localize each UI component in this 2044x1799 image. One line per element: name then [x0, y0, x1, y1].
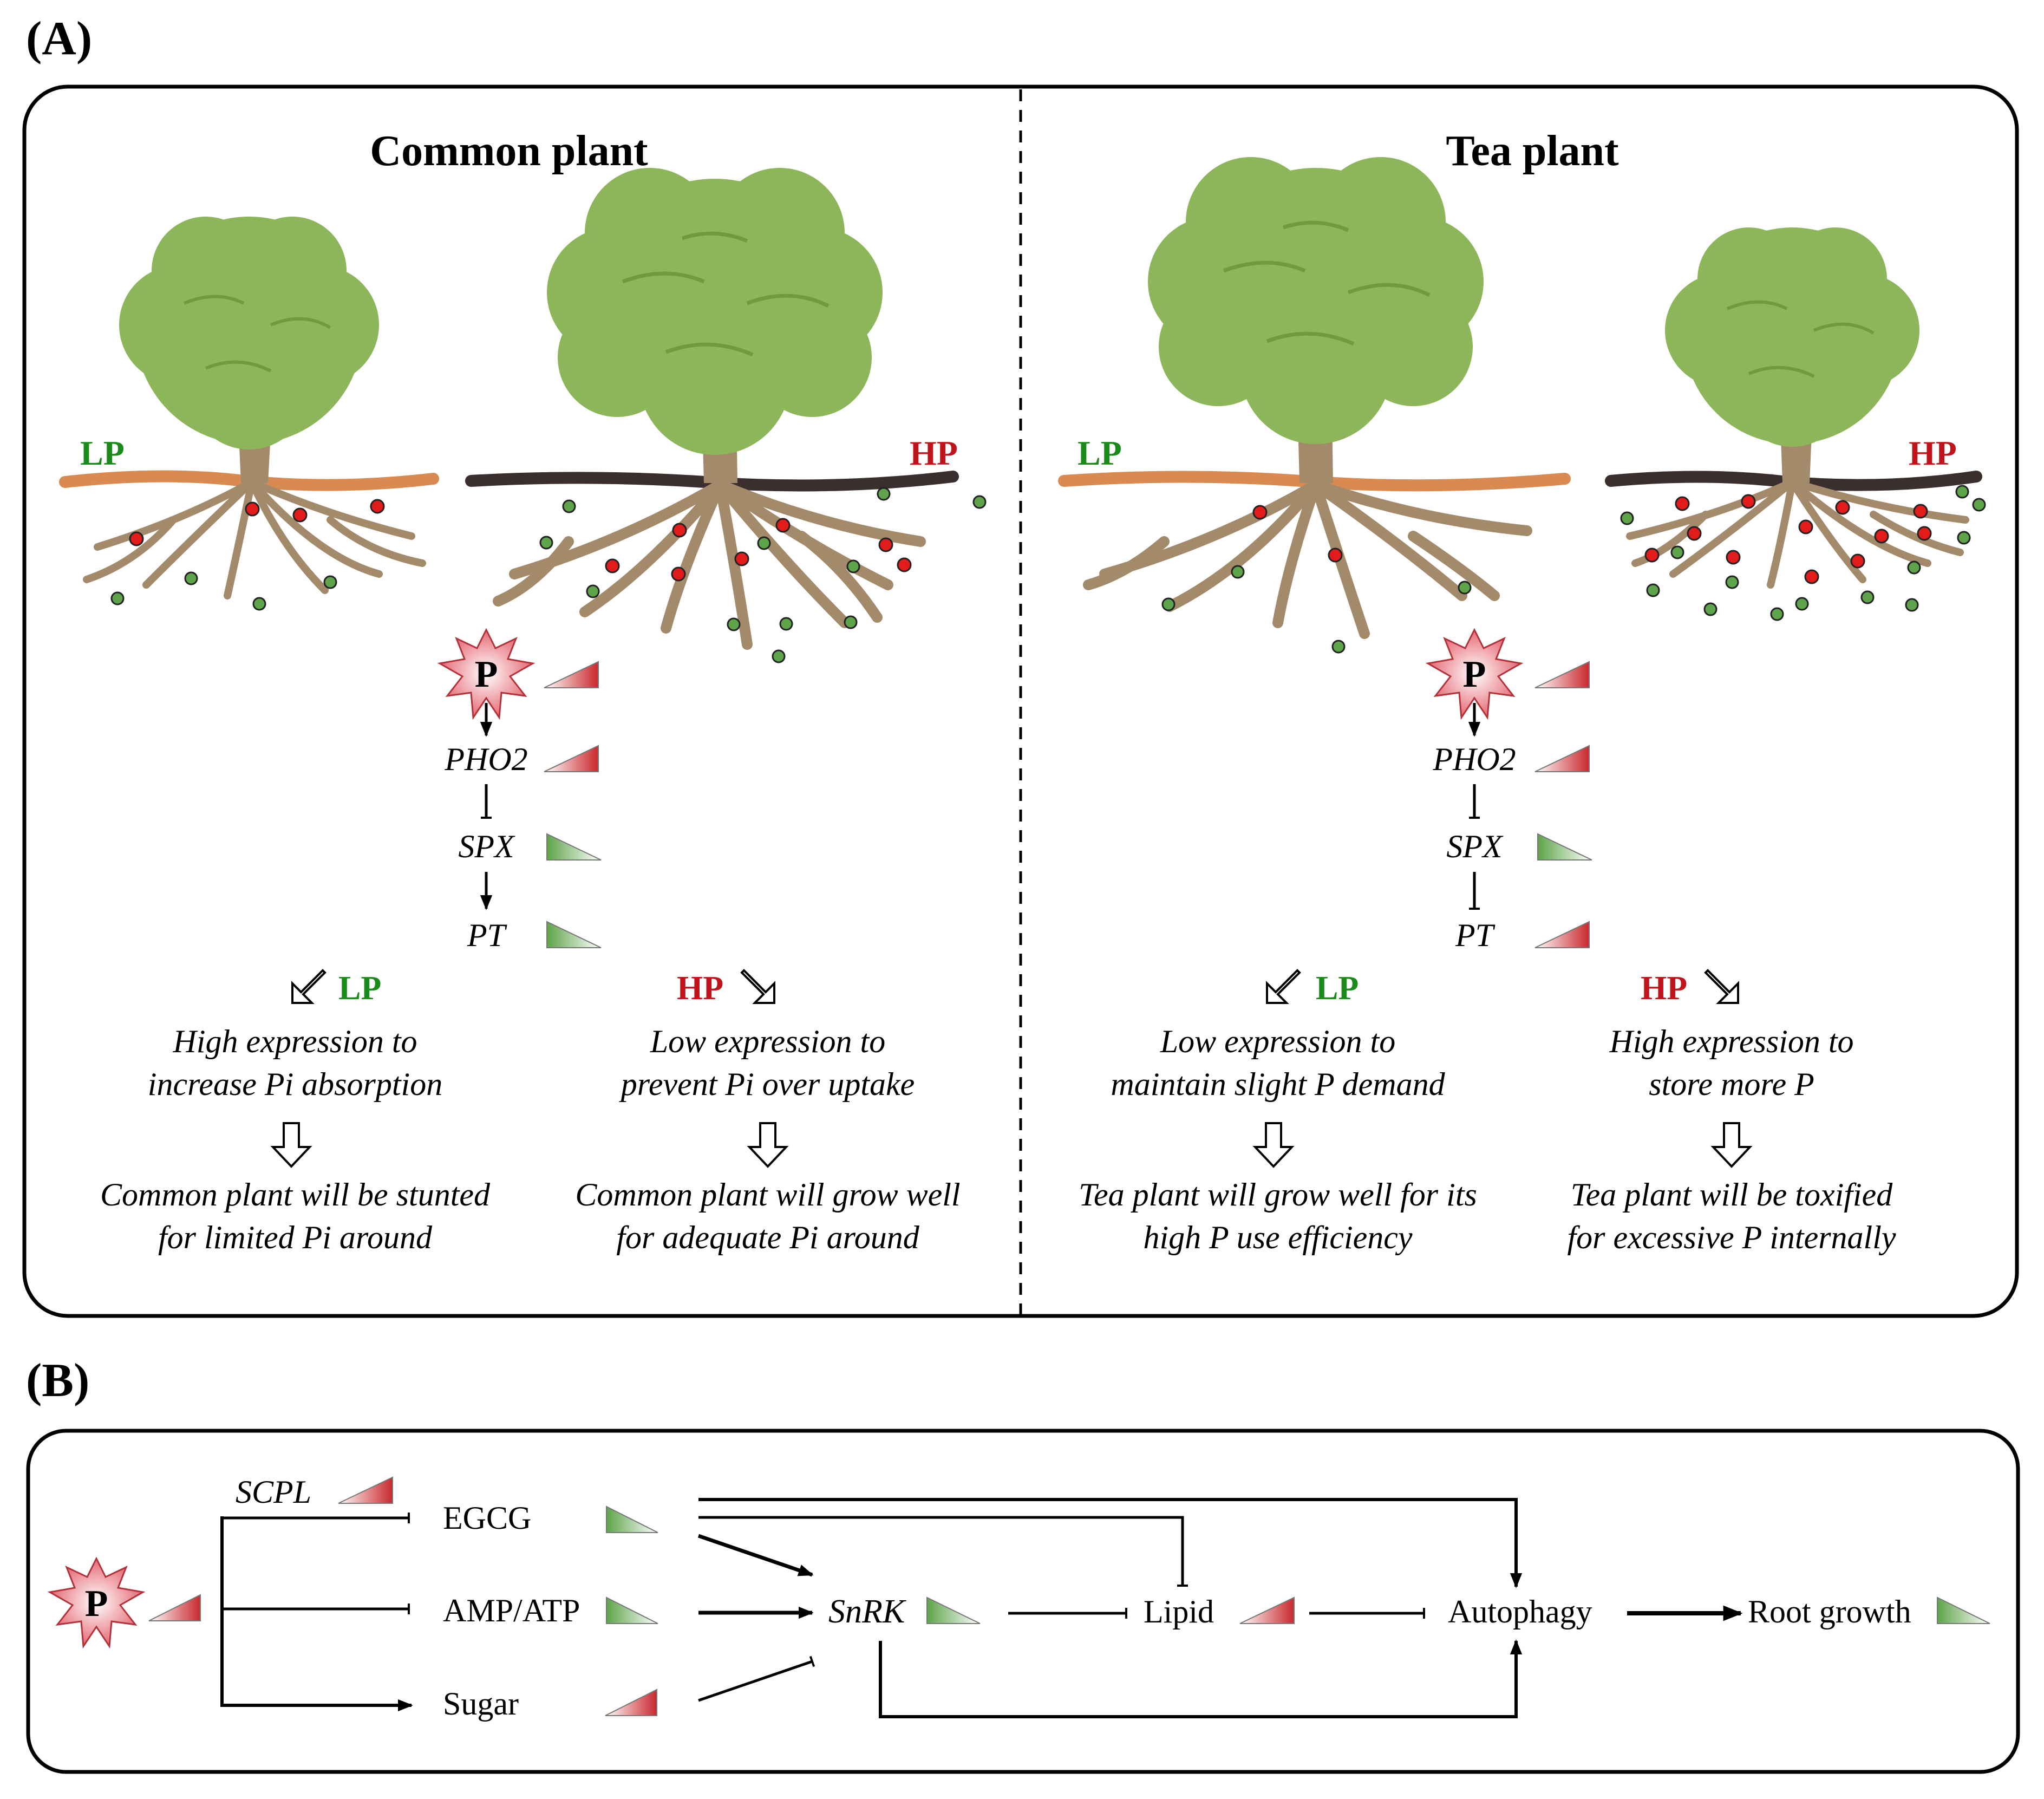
tea-hp-tag: HP — [1909, 434, 1957, 472]
tea-hp-expr-1: High expression to — [1609, 1024, 1853, 1059]
common-hp-label: HP — [677, 970, 723, 1007]
tea-lp-branch: LP Low expression to maintain slight P d… — [1079, 969, 1477, 1255]
tea-spx: SPX — [1446, 829, 1504, 864]
root-growth-label: Root growth — [1748, 1594, 1911, 1629]
up-regulation-icon — [605, 1689, 657, 1716]
activation-arrow — [697, 1534, 814, 1577]
common-hp-result-1: Common plant will grow well — [575, 1177, 960, 1213]
tea-lp-label: LP — [1316, 970, 1359, 1007]
tea-hp-result-1: Tea plant will be toxified — [1571, 1177, 1893, 1213]
down-regulation-icon — [546, 833, 602, 861]
tea-hp-expr-2: store more P — [1649, 1066, 1814, 1102]
up-regulation-icon — [544, 661, 599, 688]
down-regulation-icon — [546, 921, 602, 948]
up-regulation-icon — [1534, 745, 1590, 772]
tea-lp-expr-1: Low expression to — [1160, 1024, 1395, 1059]
hollow-arrow-icon — [1266, 969, 1301, 1004]
common-hp-expr-1: Low expression to — [650, 1024, 885, 1059]
down-regulation-icon — [1537, 833, 1592, 861]
panel-b-network: P SCPL EGCG AMP/ATP Sugar SnRK Lipid — [49, 1474, 1990, 1722]
activation-arrow — [698, 1498, 1523, 1588]
activation-arrow — [879, 1639, 1523, 1718]
common-plant-title: Common plant — [370, 127, 648, 175]
tea-plant-section: Tea plant — [1058, 127, 1986, 1255]
down-regulation-icon — [606, 1505, 658, 1533]
tea-lp-result-1: Tea plant will grow well for its — [1079, 1177, 1477, 1213]
tea-pho2: PHO2 — [1432, 741, 1516, 777]
up-regulation-icon — [148, 1594, 201, 1621]
common-lp-label: LP — [338, 970, 381, 1007]
common-pathway-p: P — [475, 654, 498, 695]
down-regulation-icon — [926, 1596, 981, 1624]
down-regulation-icon — [606, 1596, 658, 1624]
tea-lp-expr-2: maintain slight P demand — [1111, 1066, 1445, 1102]
tea-hp-result-2: for excessive P internally — [1567, 1220, 1896, 1255]
common-hp-expr-2: prevent Pi over uptake — [619, 1066, 915, 1102]
hollow-arrow-icon — [291, 969, 326, 1004]
common-plant-section: Common plant LP — [59, 127, 987, 1255]
autophagy-label: Autophagy — [1448, 1594, 1592, 1629]
panel-b-label: (B) — [26, 1354, 89, 1407]
tea-lp-tag: LP — [1077, 434, 1122, 472]
common-pho2: PHO2 — [444, 741, 527, 777]
panel-b-frame — [26, 1429, 2020, 1774]
common-hp-branch: HP Low expression to prevent Pi over upt… — [575, 969, 961, 1255]
up-regulation-icon — [544, 745, 599, 772]
lipid-label: Lipid — [1144, 1594, 1214, 1629]
egcg-label: EGCG — [443, 1500, 531, 1536]
common-hp-tag: HP — [910, 434, 958, 472]
tea-pathway: P PHO2 SPX PT — [1427, 629, 1592, 953]
common-lp-result-2: for limited Pi around — [158, 1220, 433, 1255]
common-lp-tree — [59, 217, 439, 611]
up-regulation-icon — [1239, 1596, 1295, 1624]
hollow-arrow-icon — [1704, 969, 1739, 1004]
tea-lp-result-2: high P use efficiency — [1143, 1220, 1412, 1255]
common-pt: PT — [467, 917, 507, 953]
common-lp-branch: LP High expression to increase Pi absorp… — [100, 969, 491, 1255]
up-regulation-icon — [1534, 661, 1590, 688]
common-lp-expr-2: increase Pi absorption — [148, 1066, 442, 1102]
snrk-label: SnRK — [828, 1593, 907, 1630]
common-pathway: P PHO2 SPX PT — [439, 629, 602, 953]
tea-hp-label: HP — [1641, 970, 1687, 1007]
common-lp-result-1: Common plant will be stunted — [100, 1177, 491, 1213]
up-regulation-icon — [1534, 921, 1590, 948]
sugar-label: Sugar — [443, 1686, 519, 1722]
inhibition-line — [698, 1655, 815, 1702]
inhibition-line — [698, 1516, 1188, 1587]
panel-b-p: P — [85, 1583, 108, 1625]
tea-hp-tree — [1605, 227, 1986, 621]
common-spx: SPX — [458, 829, 515, 864]
scpl-label: SCPL — [236, 1474, 311, 1510]
panel-a-label: (A) — [26, 12, 92, 65]
common-hp-tree — [465, 168, 987, 663]
amp-atp-label: AMP/ATP — [443, 1593, 580, 1628]
common-hp-result-2: for adequate Pi around — [616, 1220, 919, 1255]
tea-pathway-p: P — [1463, 654, 1486, 695]
common-lp-expr-1: High expression to — [172, 1024, 417, 1059]
tea-hp-branch: HP High expression to store more P Tea p… — [1567, 969, 1896, 1255]
tea-plant-title: Tea plant — [1446, 127, 1619, 175]
panel-a-frame — [22, 84, 2019, 1318]
tea-lp-tree — [1058, 157, 1571, 654]
hollow-arrow-icon — [740, 969, 775, 1004]
up-regulation-icon — [338, 1476, 393, 1504]
down-regulation-icon — [1937, 1596, 1990, 1624]
common-lp-tag: LP — [80, 434, 125, 472]
tea-pt: PT — [1455, 917, 1496, 953]
